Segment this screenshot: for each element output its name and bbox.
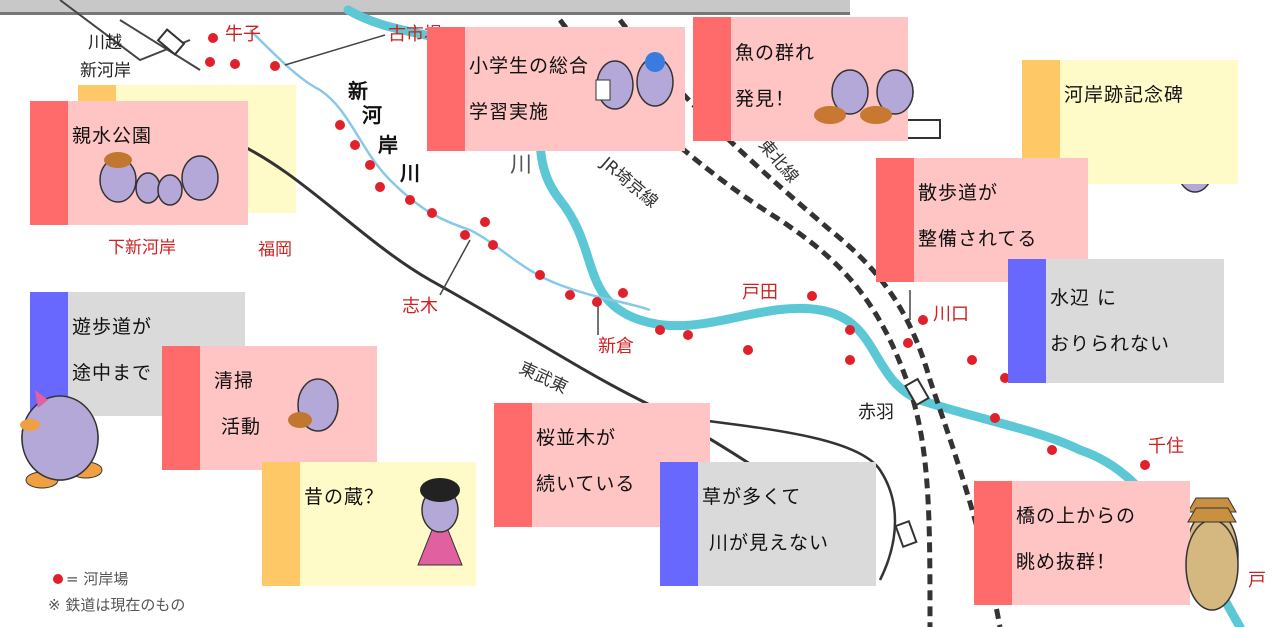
kashiba-dot (208, 33, 218, 43)
note-seiso: 清掃 活動 (162, 346, 377, 470)
note-bar (693, 17, 731, 141)
label-toda: 戸田 (742, 282, 778, 303)
kashiba-dot (618, 288, 628, 298)
note-text: 昔の蔵？ (304, 486, 385, 508)
kashiba-dot (807, 291, 817, 301)
label-fukuoka: 福岡 (258, 240, 292, 260)
label-shingashi: 新河岸 (80, 61, 131, 81)
kawagoe-road-2 (119, 19, 201, 71)
kashiba-dot (683, 330, 693, 340)
kashiba-dot (990, 413, 1000, 423)
station-box (904, 377, 930, 407)
kashiba-dot (655, 325, 665, 335)
legend-note: ※ 鉄道は現在のもの (48, 596, 186, 614)
kashiba-dot (918, 315, 928, 325)
kashiba-dot (845, 325, 855, 335)
note-bar (30, 292, 68, 416)
note-bar (494, 403, 532, 527)
note-bar (262, 462, 300, 586)
label-tobu: 東武東 (516, 358, 571, 398)
note-mizube: 水辺 に おりられない (1008, 259, 1224, 383)
note-bar (1008, 259, 1046, 383)
kashiba-dot (743, 345, 753, 355)
note-text: 魚の群れ 発見！ (735, 42, 816, 110)
note-text: 親水公園 (72, 125, 153, 147)
note-text: 遊歩道が 途中まで (72, 316, 153, 384)
note-kura: 昔の蔵？ (262, 462, 476, 586)
label-ushiko: 牛子 (225, 24, 261, 45)
leader-line (284, 34, 386, 66)
kashiba-dot (1000, 373, 1010, 383)
label-tohoku: 東北線 (754, 135, 802, 187)
kashiba-dot (565, 290, 575, 300)
kashiba-dot (427, 208, 437, 218)
note-text: 散歩道が 整備されてる (918, 182, 1038, 250)
note-sakura: 桜並木が 続いている (494, 403, 710, 527)
kashiba-dot (845, 355, 855, 365)
note-text: 草が多くて 川が見えない (702, 486, 830, 554)
kashiba-dot (1140, 460, 1150, 470)
kashiba-dot (230, 59, 240, 69)
kashiba-dot (205, 57, 215, 67)
legend-dot-label: = 河岸場 (66, 570, 129, 588)
note-hashi: 橋の上からの 眺め抜群！ (974, 481, 1190, 605)
station-box (156, 28, 186, 56)
note-sakana: 魚の群れ 発見！ (693, 17, 908, 141)
kashiba-dot (375, 182, 385, 192)
note-bar (30, 101, 68, 225)
leader-line (439, 239, 471, 296)
top-frame-bar (0, 0, 850, 15)
kashiba-dot (350, 140, 360, 150)
kashiba-dot (405, 195, 415, 205)
label-to: 戸 (1248, 570, 1266, 591)
note-text: 小学生の総合 学習実施 (469, 55, 590, 123)
note-bar (974, 481, 1012, 605)
station-box (894, 519, 918, 549)
kashiba-dot (460, 230, 470, 240)
label-shingashi-river-2: 河 (362, 103, 382, 127)
note-bar (876, 158, 914, 282)
tobu-railway (229, 138, 821, 512)
label-shingashi-river-1: 新 (348, 79, 368, 103)
kashiba-dot (488, 240, 498, 250)
note-bar (427, 27, 465, 151)
label-akabane: 赤羽 (858, 402, 894, 423)
label-senju: 千住 (1148, 436, 1184, 457)
label-shimo-shingashi: 下新河岸 (108, 238, 176, 258)
mascot-explorer-icon (1185, 497, 1239, 601)
kashiba-dot (335, 120, 345, 130)
label-shiki: 志木 (402, 296, 438, 317)
note-text: 清掃 活動 (214, 370, 262, 438)
note-bar (660, 462, 698, 586)
label-saikyo: JR埼京線 (596, 153, 662, 213)
note-kusa: 草が多くて 川が見えない (660, 462, 876, 586)
kashiba-dot (535, 270, 545, 280)
kashiba-dot (592, 297, 602, 307)
note-text: 橋の上からの 眺め抜群！ (1016, 505, 1137, 573)
note-text: 水辺 に おりられない (1050, 287, 1171, 355)
kashiba-dot (1047, 445, 1057, 455)
kashiba-dot (270, 61, 280, 71)
note-shinsui-park: 親水公園 (30, 101, 248, 225)
kashiba-dot (365, 160, 375, 170)
legend-dot (53, 574, 63, 584)
label-shinkura: 新倉 (598, 336, 634, 357)
kashiba-dot (967, 355, 977, 365)
note-text: 河岸跡記念碑 (1064, 84, 1185, 106)
kashiba-dot (903, 338, 913, 348)
note-text: 桜並木が 続いている (536, 427, 636, 495)
label-kawagoe: 川越 (88, 33, 122, 53)
note-sogo-gakushu: 小学生の総合 学習実施 (427, 27, 685, 151)
label-arakawa: 川 (510, 153, 532, 178)
label-kawaguchi: 川口 (933, 304, 969, 325)
kashiba-dot (480, 217, 490, 227)
note-bar (162, 346, 200, 470)
label-shingashi-river-3: 岸 (378, 133, 398, 157)
label-shingashi-river-4: 川 (399, 161, 420, 185)
